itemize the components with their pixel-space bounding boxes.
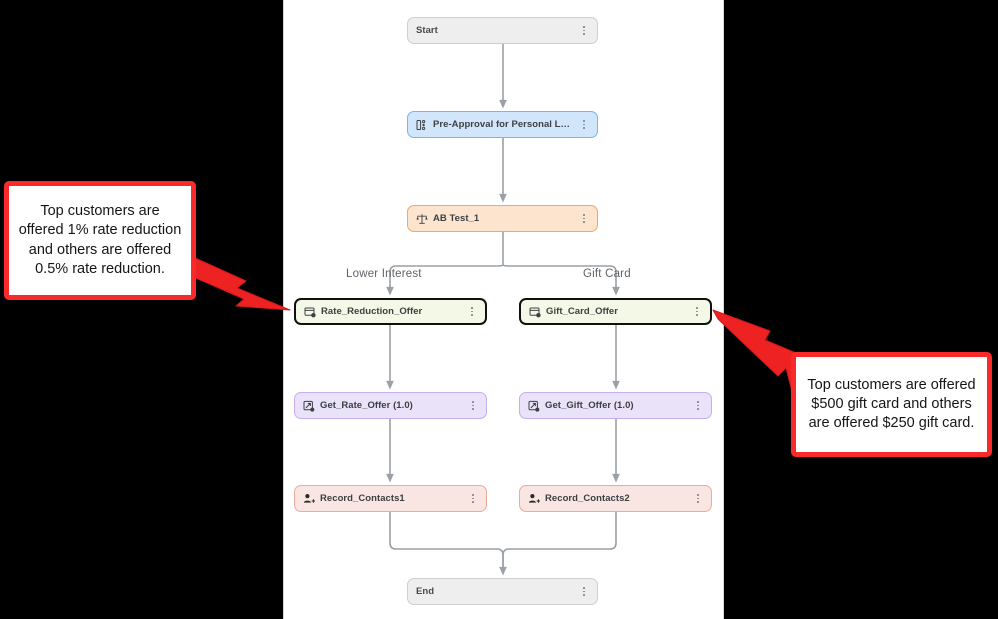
node-gift-card-offer-label: Gift_Card_Offer: [546, 306, 619, 317]
node-start-label: Start: [416, 25, 438, 36]
script-icon: [303, 400, 315, 412]
node-get-rate-offer[interactable]: Get_Rate_Offer (1.0): [294, 392, 487, 419]
node-rate-reduction-offer-label: Rate_Reduction_Offer: [321, 306, 423, 317]
node-gift-card-offer-options-icon[interactable]: [691, 305, 703, 319]
node-get-rate-offer-options-icon[interactable]: [467, 399, 479, 413]
scales-icon: [416, 213, 428, 225]
node-ab-test-options-icon[interactable]: [578, 212, 590, 226]
node-rate-reduction-offer-options-icon[interactable]: [466, 305, 478, 319]
left-annotation-text: Top customers are offered 1% rate reduct…: [18, 203, 182, 277]
right-annotation-callout: Top customers are offered $500 gift card…: [791, 352, 992, 457]
left-annotation-callout: Top customers are offered 1% rate reduct…: [4, 181, 196, 300]
add-person-icon: [528, 493, 540, 505]
node-pre-approval-label: Pre-Approval for Personal Lo...: [433, 119, 574, 130]
node-pre-approval-options-icon[interactable]: [578, 118, 590, 132]
node-ab-test[interactable]: AB Test_1: [407, 205, 598, 232]
node-end[interactable]: End: [407, 578, 598, 605]
segments-icon: [416, 119, 428, 131]
branch-label-lower-interest: Lower Interest: [346, 268, 422, 280]
node-record-contacts-1-label: Record_Contacts1: [320, 493, 405, 504]
node-start[interactable]: Start: [407, 17, 598, 44]
node-ab-test-label: AB Test_1: [433, 213, 480, 224]
node-record-contacts-1-options-icon[interactable]: [467, 492, 479, 506]
offer-icon: [304, 306, 316, 318]
node-get-gift-offer-label: Get_Gift_Offer (1.0): [545, 400, 634, 411]
node-get-rate-offer-label: Get_Rate_Offer (1.0): [320, 400, 413, 411]
left-annotation-arrow: [181, 252, 291, 311]
node-record-contacts-2[interactable]: Record_Contacts2: [519, 485, 712, 512]
node-record-contacts-2-label: Record_Contacts2: [545, 493, 630, 504]
branch-label-gift-card: Gift Card: [583, 268, 631, 280]
node-pre-approval[interactable]: Pre-Approval for Personal Lo...: [407, 111, 598, 138]
node-record-contacts-2-options-icon[interactable]: [692, 492, 704, 506]
script-icon: [528, 400, 540, 412]
offer-icon: [529, 306, 541, 318]
node-get-gift-offer-options-icon[interactable]: [692, 399, 704, 413]
node-start-options-icon[interactable]: [578, 24, 590, 38]
node-end-options-icon[interactable]: [578, 585, 590, 599]
workflow-canvas[interactable]: Lower Interest Gift Card Start Pre-Appro…: [284, 0, 723, 619]
node-get-gift-offer[interactable]: Get_Gift_Offer (1.0): [519, 392, 712, 419]
node-end-label: End: [416, 586, 435, 597]
node-record-contacts-1[interactable]: Record_Contacts1: [294, 485, 487, 512]
node-rate-reduction-offer[interactable]: Rate_Reduction_Offer: [294, 298, 487, 325]
node-gift-card-offer[interactable]: Gift_Card_Offer: [519, 298, 712, 325]
add-person-icon: [303, 493, 315, 505]
right-annotation-text: Top customers are offered $500 gift card…: [807, 376, 976, 432]
